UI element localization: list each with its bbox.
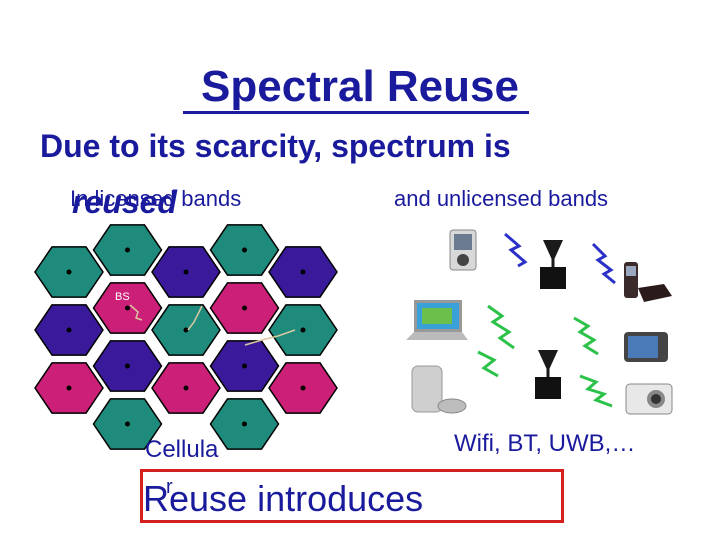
- unlicensed-bands-label: and unlicensed bands: [394, 186, 609, 211]
- base-station-dot: [125, 247, 130, 253]
- game-console-icon: [411, 365, 467, 414]
- base-station-dot: [300, 327, 306, 333]
- cellular-hex-grid: [34, 224, 338, 450]
- base-station-dot: [183, 269, 189, 275]
- antenna-icon: [540, 240, 566, 289]
- mobile-track: [244, 329, 296, 346]
- pda-icon: [624, 332, 668, 362]
- mobile-track: [187, 305, 203, 331]
- mobile-track: [129, 304, 143, 321]
- title-underline: [183, 111, 529, 114]
- base-station-dot: [242, 247, 247, 253]
- slide-subtitle: Due to its scarcity, spectrum is: [40, 128, 511, 164]
- base-station-dot: [242, 363, 247, 369]
- base-station-dot: [300, 269, 306, 275]
- signal-wave: [573, 316, 599, 356]
- base-station-dot: [125, 305, 130, 311]
- cellular-label-line1: Cellula: [145, 436, 219, 463]
- signal-wave: [477, 350, 499, 378]
- reuse-callout-text: Reuse introduces: [143, 478, 424, 519]
- signal-wave: [579, 374, 613, 408]
- antenna-icon: [535, 350, 561, 399]
- base-station-dot: [66, 327, 72, 333]
- unlicensed-tech-label: Wifi, BT, UWB,…: [454, 430, 636, 457]
- laptop-icon: [406, 300, 468, 340]
- phone-icon: [624, 262, 672, 302]
- base-station-dot: [300, 385, 306, 391]
- base-station-dot: [66, 385, 72, 391]
- music-player-icon: [449, 229, 477, 271]
- reused-word: reused: [72, 184, 177, 220]
- base-station-dot: [183, 385, 189, 391]
- base-station-dot: [242, 305, 247, 311]
- base-station-dot: [125, 363, 130, 369]
- base-station-dot: [242, 421, 247, 427]
- bs-label: BS: [115, 291, 130, 303]
- camera-icon: [625, 383, 673, 415]
- base-station-dot: [66, 269, 72, 275]
- slide-title: Spectral Reuse: [201, 62, 519, 111]
- cellular-label-line2: r: [166, 476, 173, 498]
- reuse-callout-box: [140, 469, 564, 523]
- base-station-dot: [125, 421, 130, 427]
- signal-wave: [487, 304, 515, 350]
- signal-wave: [591, 242, 616, 285]
- signal-wave: [504, 232, 528, 268]
- licensed-bands-label: In licensed bands: [70, 186, 242, 211]
- base-station-dot: [183, 327, 189, 333]
